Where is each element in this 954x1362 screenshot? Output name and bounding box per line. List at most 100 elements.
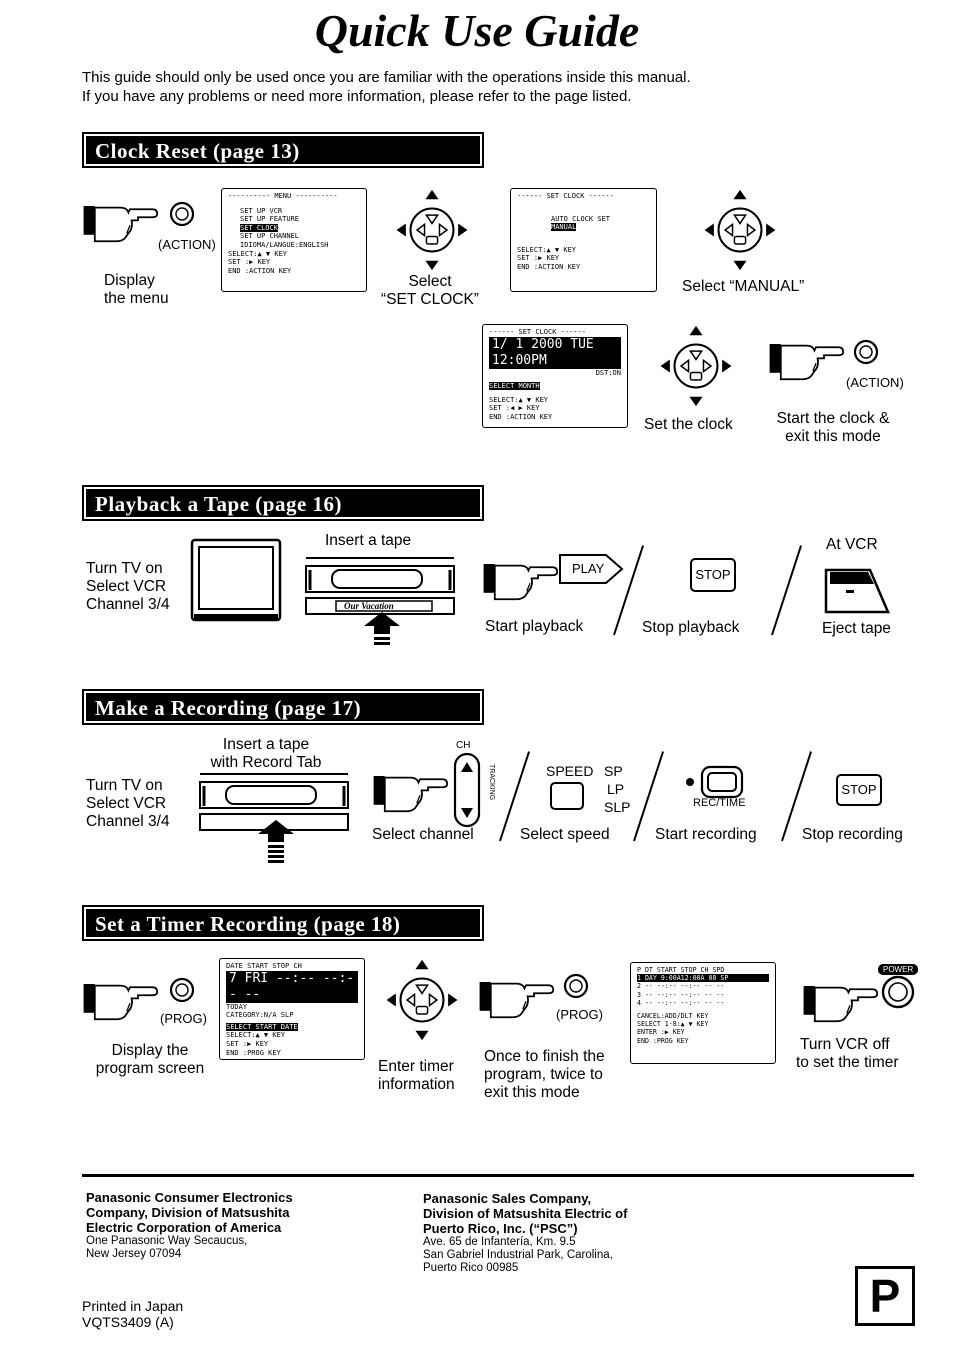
screen-line: ---------- MENU ---------- bbox=[228, 192, 338, 200]
screen-line: SET :▶ KEY bbox=[517, 254, 560, 263]
insert-arrow-icon bbox=[256, 820, 296, 866]
intro-text: This guide should only be used once you … bbox=[82, 68, 691, 106]
stop-button-icon: STOP bbox=[690, 558, 736, 592]
printed-in: Printed in Japan bbox=[82, 1298, 184, 1314]
step-text: “SET CLOCK” bbox=[381, 291, 479, 308]
step-text: Enter timer bbox=[378, 1058, 454, 1075]
step-enter-timer: Enter timer information bbox=[378, 1058, 455, 1094]
screen-line: DST:ON bbox=[595, 368, 621, 377]
tracking-label: TRACKING bbox=[488, 764, 495, 801]
step-display-menu: Display the menu bbox=[104, 272, 169, 308]
divider-slash bbox=[771, 545, 802, 636]
screen-line: SET :▶ KEY bbox=[228, 258, 271, 267]
prog-label: (PROG) bbox=[556, 1007, 603, 1022]
footer-company-pr: Panasonic Sales Company, Division of Mat… bbox=[423, 1191, 627, 1275]
eject-button-icon bbox=[824, 560, 890, 614]
screen-line-selected: MANUAL bbox=[551, 223, 577, 232]
tv-icon bbox=[190, 538, 282, 624]
step-select-manual: Select “MANUAL” bbox=[682, 278, 805, 295]
step-text: exit this mode bbox=[484, 1084, 580, 1101]
screen-line: DATE START STOP CH bbox=[226, 962, 302, 970]
step-text: Channel 3/4 bbox=[86, 596, 170, 613]
screen-line: CATEGORY:N/A SLP bbox=[226, 1011, 294, 1020]
vcr-tape-icon bbox=[304, 556, 456, 618]
company-address: Puerto Rico 00985 bbox=[423, 1262, 519, 1274]
company-name: Division of Matsushita Electric of bbox=[423, 1206, 628, 1221]
company-name: Puerto Rico, Inc. (“PSC”) bbox=[423, 1221, 578, 1236]
section-timer-heading: Set a Timer Recording (page 18) bbox=[82, 905, 484, 941]
footer-divider bbox=[82, 1174, 914, 1177]
step-text: Display the bbox=[111, 1042, 189, 1059]
clock-time-display: 1/ 1 2000 TUE 12:00PM bbox=[489, 336, 621, 369]
step-text: program, twice to bbox=[484, 1066, 603, 1083]
step-text: Select VCR bbox=[86, 795, 167, 812]
step-text: Turn TV on bbox=[86, 777, 163, 794]
step-text: Select VCR bbox=[86, 578, 167, 595]
rec-button-icon bbox=[684, 764, 754, 800]
screen-line: ------ SET CLOCK ------ bbox=[517, 192, 614, 200]
step-start-clock: Start the clock & exit this mode bbox=[760, 410, 906, 446]
rec-time-label: REC/TIME bbox=[693, 797, 746, 809]
screen-line: CANCEL:ADD/DLT KEY bbox=[637, 1012, 709, 1021]
tv-steps: Turn TV on Select VCR Channel 3/4 bbox=[86, 777, 170, 831]
company-name: Company, Division of Matsushita bbox=[86, 1205, 290, 1220]
power-label: POWER bbox=[878, 964, 919, 975]
speed-option: SLP bbox=[604, 799, 631, 815]
step-text: Insert a tape bbox=[222, 736, 310, 753]
tv-steps: Turn TV on Select VCR Channel 3/4 bbox=[86, 560, 170, 614]
channel-rocker-icon bbox=[452, 752, 484, 828]
screen-line: END :ACTION KEY bbox=[517, 262, 581, 271]
screen-line: SET UP VCR bbox=[240, 206, 283, 215]
screen-line: P DT START STOP CH SPD bbox=[637, 966, 725, 974]
hand-press-action-icon bbox=[82, 198, 195, 246]
screen-line: 2 -- --:-- --:-- -- -- bbox=[637, 982, 725, 991]
document-code: VQTS3409 (A) bbox=[82, 1314, 174, 1330]
screen-line: SELECT:▲ ▼ KEY bbox=[228, 249, 288, 258]
screen-line: SELECT:▲ ▼ KEY bbox=[517, 245, 577, 254]
screen-line-selected: SELECT START DATE bbox=[226, 1022, 298, 1031]
screen-line: AUTO CLOCK SET bbox=[551, 214, 611, 223]
step-text: Start the clock & bbox=[776, 410, 890, 427]
company-name: Panasonic Consumer Electronics bbox=[86, 1190, 293, 1205]
step-start-recording: Start recording bbox=[655, 826, 757, 843]
screen-line: SET UP CHANNEL bbox=[240, 232, 300, 241]
intro-line-1: This guide should only be used once you … bbox=[82, 69, 691, 86]
step-text: the menu bbox=[104, 290, 169, 307]
hand-press-power-icon bbox=[802, 975, 915, 1026]
insert-arrow-icon bbox=[362, 612, 402, 648]
play-label: PLAY bbox=[572, 561, 605, 576]
insert-tape-tab-label: Insert a tape with Record Tab bbox=[196, 736, 336, 772]
timer-program-screen: DATE START STOP CH 7 FRI --:-- --:-- -- … bbox=[219, 958, 365, 1060]
hand-press-prog-icon bbox=[82, 976, 195, 1024]
timer-entry-display: 7 FRI --:-- --:-- -- bbox=[226, 970, 358, 1003]
company-address: One Panasonic Way Secaucus, bbox=[86, 1235, 248, 1247]
step-text: Select bbox=[408, 273, 452, 290]
step-display-program: Display the program screen bbox=[82, 1042, 218, 1078]
timer-list-screen: P DT START STOP CH SPD 1 DAY 9:00A12:00A… bbox=[630, 962, 776, 1064]
screen-line: SET :◀ ▶ KEY bbox=[489, 404, 540, 413]
step-text: Display bbox=[104, 272, 155, 289]
p-mark: P bbox=[855, 1266, 915, 1326]
step-turn-vcr-off: Turn VCR off to set the timer bbox=[796, 1036, 899, 1072]
direction-pad-icon bbox=[658, 324, 734, 408]
screen-line-selected: SET CLOCK bbox=[240, 223, 278, 232]
screen-line: SELECT 1-8:▲ ▼ KEY bbox=[637, 1020, 709, 1029]
step-text: Once to finish the bbox=[484, 1048, 605, 1065]
speed-option: SP bbox=[604, 763, 623, 779]
screen-line: TODAY bbox=[226, 1002, 248, 1011]
company-address: New Jersey 07094 bbox=[86, 1248, 182, 1260]
speed-options: SP LP SLP bbox=[604, 762, 630, 816]
company-address: San Gabriel Industrial Park, Carolina, bbox=[423, 1249, 613, 1261]
section-recording-heading: Make a Recording (page 17) bbox=[82, 689, 484, 725]
hand-press-prog-icon bbox=[478, 973, 590, 1022]
insert-tape-label: Insert a tape bbox=[325, 532, 412, 549]
speed-option: LP bbox=[607, 781, 625, 797]
company-name: Electric Corporation of America bbox=[86, 1220, 282, 1235]
set-clock-screen: ------ SET CLOCK ------ AUTO CLOCK SET M… bbox=[510, 188, 657, 292]
hand-press-action-icon bbox=[768, 336, 880, 384]
tape-label: Our Vacation bbox=[344, 601, 394, 611]
footer-print-info: Printed in Japan VQTS3409 (A) bbox=[82, 1298, 183, 1330]
company-address: Ave. 65 de Infantería, Km. 9.5 bbox=[423, 1236, 576, 1248]
screen-line-selected: 1 DAY 9:00A12:00A 08 SP bbox=[637, 974, 769, 983]
screen-line: END :PROG KEY bbox=[226, 1048, 281, 1057]
